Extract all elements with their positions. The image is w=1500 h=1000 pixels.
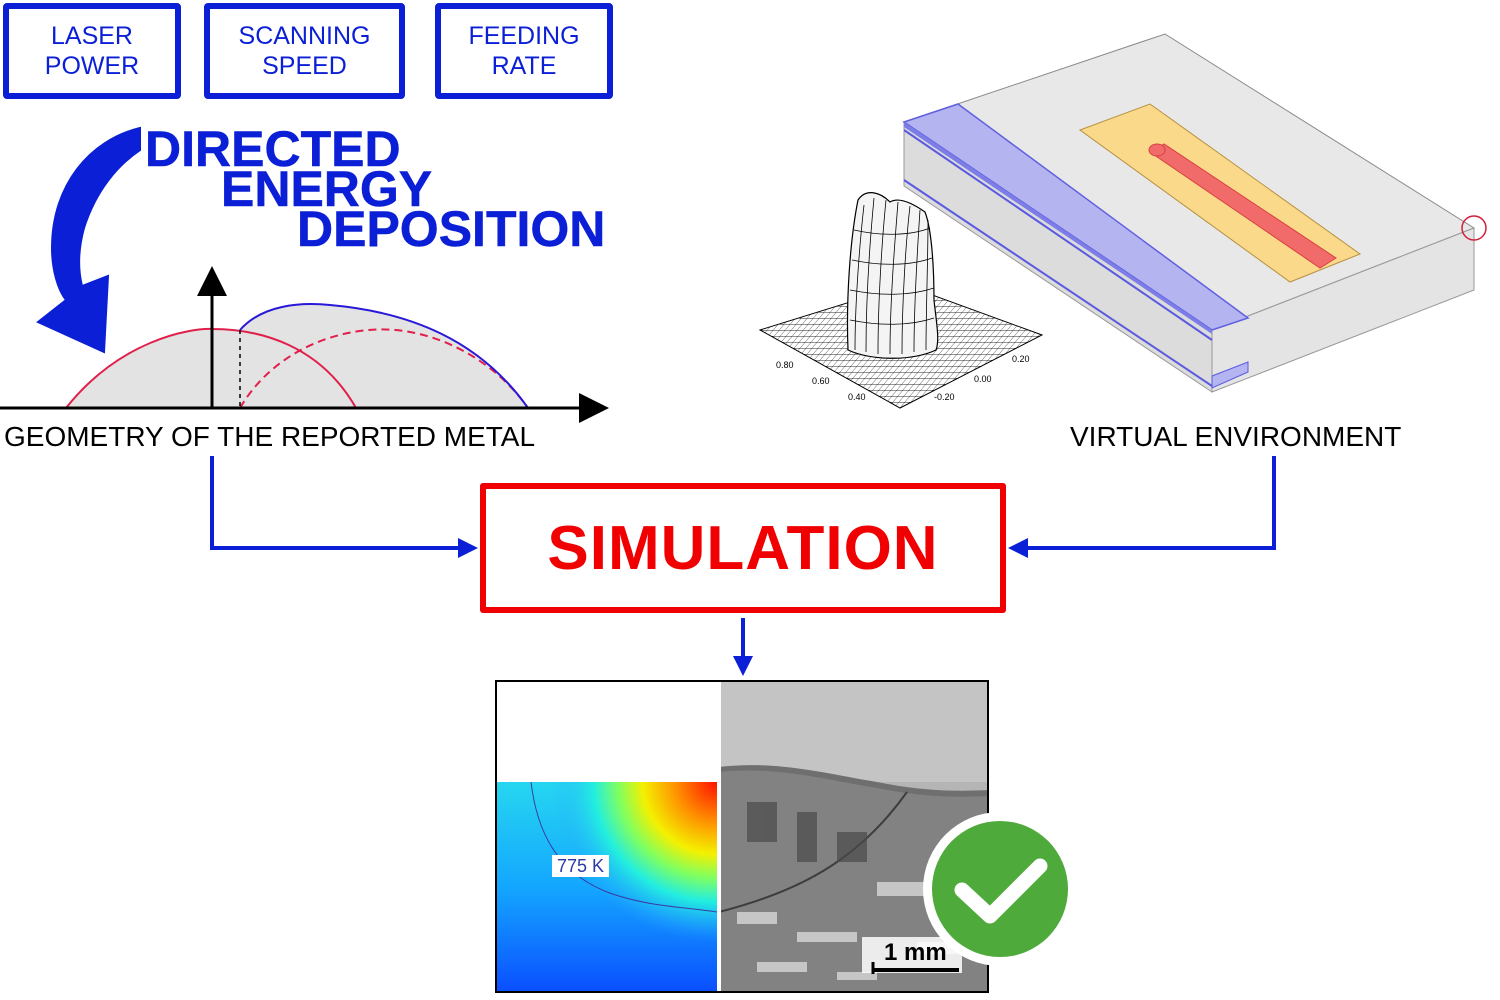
scanning-speed-line2: SPEED — [262, 52, 347, 80]
connector-arrows — [210, 456, 1276, 658]
scanning-speed-line1: SCANNING — [238, 22, 371, 50]
beam-profile-plot: 0.80 0.60 0.40 0.20 0.00 -0.20 — [758, 192, 1044, 409]
red-dashed-profile — [239, 328, 529, 409]
beam-tick-label: 0.60 — [812, 376, 830, 386]
feeding-rate-box: FEEDING RATE — [435, 3, 613, 99]
ded-title-line2: ENERGY — [221, 161, 433, 217]
geometry-caption: GEOMETRY OF THE REPORTED METAL — [4, 421, 536, 452]
simulation-box: SIMULATION — [480, 483, 1006, 613]
beam-tick-label: -0.20 — [934, 392, 955, 402]
isotherm-label: 775 K — [552, 855, 610, 877]
beam-tick-label: 0.80 — [776, 360, 794, 370]
feeding-rate-line1: FEEDING — [468, 22, 580, 50]
curved-blue-arrow — [36, 126, 141, 354]
laser-power-line1: LASER — [51, 22, 133, 50]
laser-power-box: LASER POWER — [3, 3, 181, 99]
corner-marker-icon — [1461, 215, 1487, 241]
virtual-environment-caption: VIRTUAL ENVIRONMENT — [1070, 421, 1402, 452]
laser-power-line2: POWER — [44, 52, 140, 80]
scanning-speed-box: SCANNING SPEED — [204, 3, 405, 99]
simulation-label: SIMULATION — [547, 513, 939, 583]
scale-bar-label: 1 mm — [884, 939, 947, 966]
beam-tick-label: 0.40 — [848, 392, 866, 402]
isotherm-line — [530, 781, 718, 913]
ded-title-line1: DIRECTED — [145, 121, 401, 177]
blue-bead-profile — [239, 303, 529, 409]
feeding-rate-line2: RATE — [491, 52, 557, 80]
virtual-block-model — [902, 33, 1487, 393]
beam-tick-label: 0.20 — [1012, 354, 1030, 364]
substrate-strip — [902, 103, 1250, 331]
bead-geometry-plot — [0, 266, 609, 423]
beam-tick-label: 0.00 — [974, 374, 992, 384]
ded-title-line3: DEPOSITION — [297, 201, 606, 257]
